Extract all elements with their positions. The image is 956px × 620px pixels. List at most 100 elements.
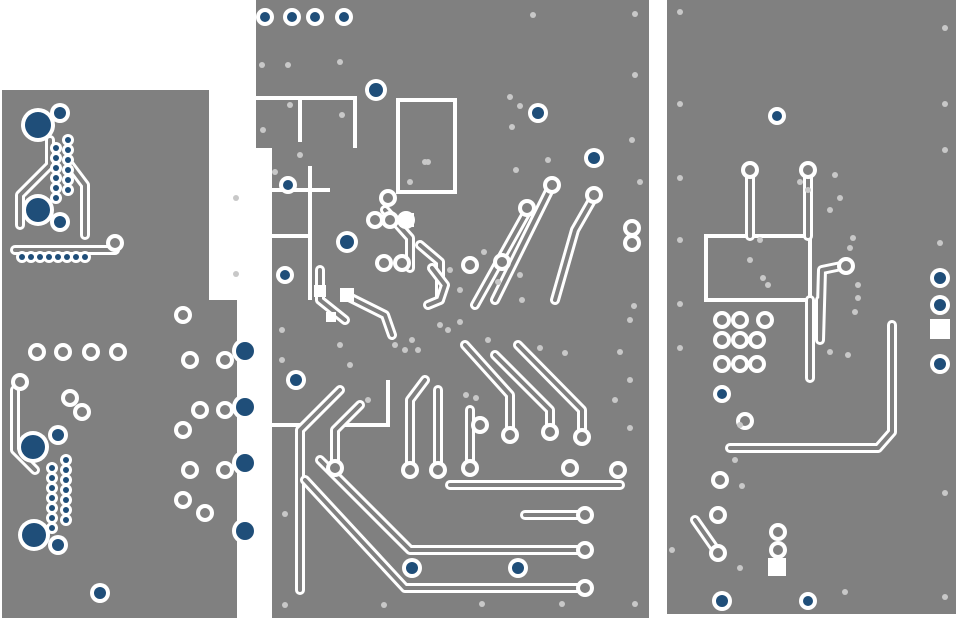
ring-pad-center <box>773 527 783 537</box>
via-hole <box>934 358 946 370</box>
via-hole <box>236 398 254 416</box>
via-hole <box>340 235 354 249</box>
stitch-via <box>287 102 293 108</box>
stitch-via <box>677 175 683 181</box>
ring-pad-center <box>15 377 25 387</box>
header-hole <box>19 254 25 260</box>
copper-pour <box>358 0 649 618</box>
via-hole <box>260 12 270 22</box>
via-hole <box>22 523 46 547</box>
ring-pad-center <box>178 495 188 505</box>
stitch-via <box>942 594 948 600</box>
via-hole <box>717 389 727 399</box>
stitch-via <box>545 157 551 163</box>
header-hole <box>65 187 71 193</box>
via-hole <box>287 12 297 22</box>
trace <box>516 343 584 434</box>
stitch-via <box>627 425 633 431</box>
via-hole <box>26 198 50 222</box>
header-hole <box>55 254 61 260</box>
stitch-via <box>632 11 638 17</box>
ring-pad-center <box>178 425 188 435</box>
ring-pad-center <box>627 223 637 233</box>
via-hole <box>94 587 106 599</box>
ring-pad-center <box>773 545 783 555</box>
ring-pad-center <box>627 238 637 248</box>
stitch-via <box>632 601 638 607</box>
header-hole <box>53 155 59 161</box>
ring-pad-center <box>613 465 623 475</box>
trace <box>343 293 394 337</box>
stitch-via <box>612 397 618 403</box>
ring-pad-center <box>397 258 407 268</box>
stitch-via <box>757 237 763 243</box>
ring-pad-center <box>195 405 205 415</box>
ring-pad-center <box>220 355 230 365</box>
stitch-via <box>365 397 371 403</box>
ring-pad-center <box>220 405 230 415</box>
header-hole <box>49 515 55 521</box>
trace <box>728 323 894 450</box>
stitch-via <box>942 25 948 31</box>
stitch-via <box>402 347 408 353</box>
square-pad <box>768 558 786 576</box>
trace <box>318 268 347 322</box>
stitch-via <box>507 94 513 100</box>
ring-pad-center <box>465 260 475 270</box>
stitch-via <box>737 422 743 428</box>
trace <box>463 343 512 437</box>
stitch-via <box>805 187 811 193</box>
stitch-via <box>381 602 387 608</box>
ring-pad-center <box>178 310 188 320</box>
stitch-via <box>677 237 683 243</box>
stitch-via <box>437 322 443 328</box>
stitch-via <box>479 601 485 607</box>
ring-pad-center <box>713 548 723 558</box>
stitch-via <box>285 62 291 68</box>
stitch-via <box>942 147 948 153</box>
header-hole <box>63 497 69 503</box>
stitch-via <box>827 349 833 355</box>
stitch-via <box>463 392 469 398</box>
ring-pad-center <box>385 215 395 225</box>
stitch-via <box>562 350 568 356</box>
header-hole <box>63 457 69 463</box>
via-hole <box>310 12 320 22</box>
header-hole <box>82 254 88 260</box>
stitch-via <box>272 169 278 175</box>
stitch-via <box>627 377 633 383</box>
stitch-via <box>842 589 848 595</box>
ring-pad-center <box>185 465 195 475</box>
ring-pad-center <box>717 315 727 325</box>
via-hole <box>54 216 66 228</box>
via-hole <box>716 595 728 607</box>
ring-pad-center <box>86 347 96 357</box>
via-hole <box>339 12 349 22</box>
stitch-via <box>447 267 453 273</box>
stitch-via <box>765 282 771 288</box>
stitch-via <box>631 303 637 309</box>
stitch-via <box>445 327 451 333</box>
ring-pad-center <box>752 335 762 345</box>
via-hole <box>25 112 51 138</box>
header-hole <box>49 505 55 511</box>
copper-pour <box>272 148 359 618</box>
via-hole <box>283 180 293 190</box>
stitch-via <box>627 317 633 323</box>
stitch-via <box>677 9 683 15</box>
via-hole <box>369 83 383 97</box>
stitch-via <box>827 207 833 213</box>
stitch-via <box>629 137 635 143</box>
ring-pad-center <box>505 430 515 440</box>
stitch-via <box>832 172 838 178</box>
stitch-via <box>509 124 515 130</box>
stitch-via <box>737 565 743 571</box>
trace <box>493 183 554 302</box>
trace <box>818 263 848 342</box>
stitch-via <box>339 112 345 118</box>
trace <box>426 266 447 307</box>
ring-pad-center <box>497 257 507 267</box>
stitch-via <box>259 62 265 68</box>
ring-pad-center <box>330 463 340 473</box>
header-hole <box>65 147 71 153</box>
